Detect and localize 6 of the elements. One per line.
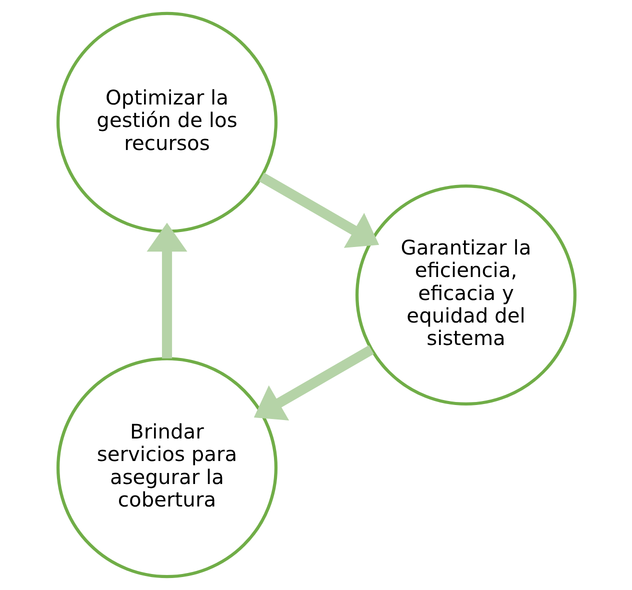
node-circle: Garantizar la eficiencia, eficacia y equidad del sistema (354, 184, 576, 406)
arrow (258, 172, 379, 248)
arrow (253, 345, 374, 421)
arrow (146, 222, 187, 358)
node-circle: Optimizar la gestión de los recursos (56, 12, 278, 233)
node-circle: Brindar servicios para asegurar la cobertura (56, 357, 278, 578)
